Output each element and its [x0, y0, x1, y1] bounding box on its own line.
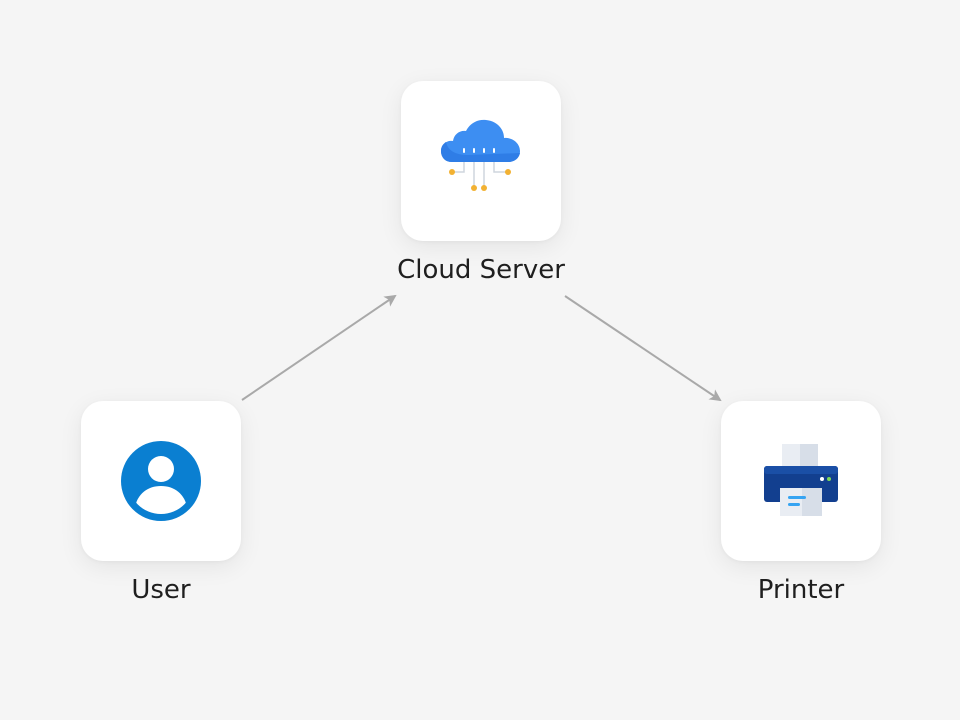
user-node[interactable] [81, 401, 241, 561]
printer-node[interactable] [721, 401, 881, 561]
cloud-server-icon [441, 119, 520, 191]
cloud-server-node[interactable] [401, 81, 561, 241]
user-label: User [131, 575, 191, 605]
cloud-server-label: Cloud Server [397, 255, 565, 285]
arrow-user-to-cloud [241, 294, 397, 401]
arrow-cloud-to-printer [564, 295, 722, 402]
printer-icon [764, 444, 838, 516]
user-avatar-icon [121, 441, 201, 521]
printer-label: Printer [757, 575, 845, 605]
